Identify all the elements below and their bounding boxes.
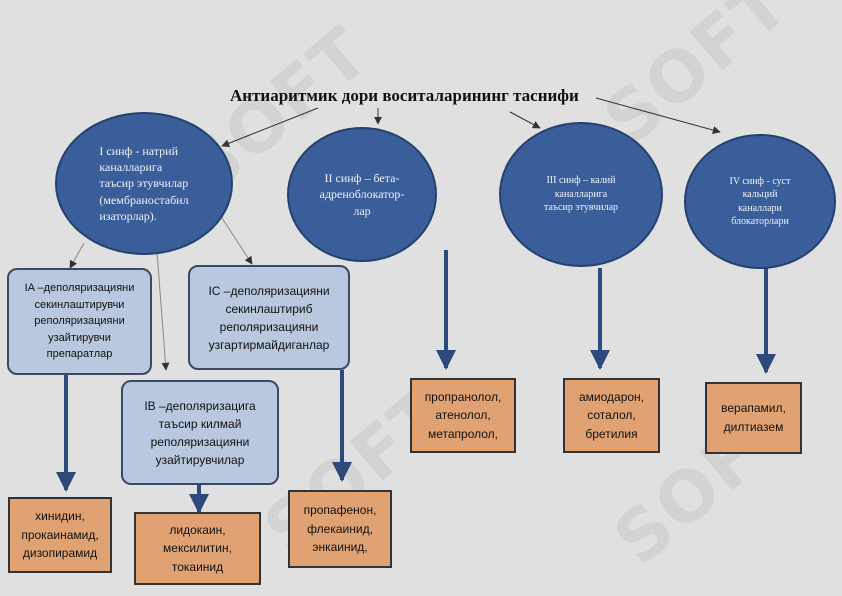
drugs-ic-box: пропафенон, флекаинид, энкаинид, (288, 490, 392, 568)
arrow-class1-to-ib (156, 251, 170, 371)
subclass-ia-box: IA –деполяризацияни секинлаштирувчи репо… (7, 268, 152, 375)
arrow-title-to-class1 (221, 107, 319, 148)
drugs-ib-list: лидокаин, мексилитин, токаинид (163, 522, 232, 574)
drugs-class4-list: верапамил, дилтиазем (721, 401, 786, 434)
subclass-ib-label: IB –деполяризацига таъсир килмай реполяр… (144, 398, 256, 467)
class-4-ellipse: IV синф - суст кальций каналлари блокато… (684, 134, 836, 269)
arrow-title-to-class3 (509, 111, 541, 129)
drugs-class2-list: пропранолол, атенолол, метапролол, (424, 389, 502, 441)
subclass-ia-label: IA –деполяризацияни секинлаштирувчи репо… (24, 282, 135, 361)
drugs-class3-box: амиодарон, соталол, бретилия (563, 378, 660, 453)
subclass-ic-label: IC –деполяризацияни секинлаштириб реполя… (208, 283, 330, 352)
class-2-ellipse: II синф – бета- адреноблокатор- лар (287, 127, 437, 262)
drugs-class2-box: пропранолол, атенолол, метапролол, (410, 378, 516, 453)
arrow-class1-to-ia (69, 242, 85, 269)
class-2-label: II синф – бета- адреноблокатор- лар (319, 171, 405, 218)
drugs-class3-list: амиодарон, соталол, бретилия (578, 389, 645, 441)
class-1-ellipse: I синф - натрий каналларига таъсир этувч… (55, 112, 233, 255)
drugs-ia-box: хинидин, прокаинамид, дизопирамид (8, 497, 112, 573)
drugs-class4-box: верапамил, дилтиазем (705, 382, 802, 454)
class-1-label: I синф - натрий каналларига таъсир этувч… (99, 144, 189, 223)
drugs-ic-list: пропафенон, флекаинид, энкаинид, (303, 503, 377, 555)
class-3-label: III синф – калий каналларига таъсир этув… (543, 175, 619, 214)
class-3-ellipse: III синф – калий каналларига таъсир этув… (499, 122, 663, 267)
arrow-title-to-class4 (595, 97, 721, 134)
drugs-ib-box: лидокаин, мексилитин, токаинид (134, 512, 261, 585)
subclass-ib-box: IB –деполяризацига таъсир килмай реполяр… (121, 380, 279, 485)
drugs-ia-list: хинидин, прокаинамид, дизопирамид (21, 509, 99, 561)
diagram-title: Антиаритмик дори воситаларининг таснифи (230, 86, 579, 105)
arrow-class1-to-ic (221, 217, 253, 265)
subclass-ic-box: IC –деполяризацияни секинлаштириб реполя… (188, 265, 350, 370)
class-4-label: IV синф - суст кальций каналлари блокато… (729, 175, 791, 228)
